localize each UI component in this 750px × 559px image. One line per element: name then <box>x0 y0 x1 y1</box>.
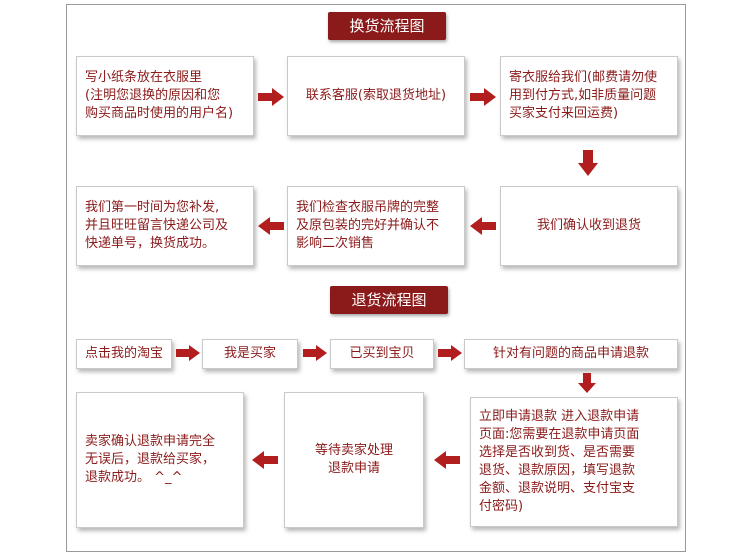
refund-title: 退货流程图 <box>330 286 448 314</box>
refund-step-1-text: 点击我的淘宝 <box>85 346 164 361</box>
refund-step-1: 点击我的淘宝 <box>76 339 172 369</box>
arrow-right-icon <box>176 345 200 361</box>
exchange-step-5-text: 我们检查衣服吊牌的完整 及原包装的完好并确认不 影响二次销售 <box>296 200 440 251</box>
refund-step-3: 已买到宝贝 <box>330 339 434 369</box>
exchange-step-2: 联系客服(索取退货地址) <box>287 56 465 136</box>
arrow-left-icon <box>470 217 496 235</box>
refund-step-2: 我是买家 <box>202 339 298 369</box>
exchange-step-4-text: 我们确认收到退货 <box>536 218 641 233</box>
refund-step-6-text: 等待卖家处理 退款申请 <box>314 443 393 476</box>
refund-step-5: 立即申请退款 进入退款申请 页面:您需要在退款申请页面 选择是否收到货、是否需要… <box>470 397 678 527</box>
exchange-title: 换货流程图 <box>328 12 446 40</box>
exchange-step-3: 寄衣服给我们(邮费请勿使 用到付方式,如非质量问题 买家支付来回运费) <box>500 56 678 136</box>
refund-step-5-text: 立即申请退款 进入退款申请 页面:您需要在退款申请页面 选择是否收到货、是否需要… <box>479 409 640 514</box>
diagram-frame <box>66 4 686 552</box>
refund-step-7: 卖家确认退款申请完全 无误后，退款给买家， 退款成功。 ^_^ <box>76 392 244 528</box>
exchange-step-1: 写小纸条放在衣服里 (注明您退换的原因和您 购买商品时使用的用户名) <box>76 56 254 136</box>
exchange-step-1-text: 写小纸条放在衣服里 (注明您退换的原因和您 购买商品时使用的用户名) <box>85 70 234 121</box>
refund-step-7-text: 卖家确认退款申请完全 无误后，退款给买家， 退款成功。 ^_^ <box>85 434 216 485</box>
refund-step-6: 等待卖家处理 退款申请 <box>284 392 424 528</box>
refund-step-4-text: 针对有问题的商品申请退款 <box>492 346 649 361</box>
exchange-step-2-text: 联系客服(索取退货地址) <box>305 88 447 103</box>
arrow-down-icon <box>578 150 598 176</box>
exchange-step-4: 我们确认收到退货 <box>500 186 678 266</box>
refund-step-2-text: 我是买家 <box>223 346 276 361</box>
exchange-step-6-text: 我们第一时间为您补发, 并且旺旺留言快递公司及 快递单号，换货成功。 <box>85 200 229 251</box>
arrow-right-icon <box>470 88 496 106</box>
arrow-right-icon <box>258 88 284 106</box>
arrow-right-icon <box>303 345 327 361</box>
arrow-left-icon <box>252 451 278 469</box>
arrow-down-icon <box>578 373 596 393</box>
exchange-step-6: 我们第一时间为您补发, 并且旺旺留言快递公司及 快递单号，换货成功。 <box>76 186 254 266</box>
arrow-left-icon <box>434 451 460 469</box>
refund-step-4: 针对有问题的商品申请退款 <box>464 339 678 369</box>
arrow-right-icon <box>438 345 462 361</box>
arrow-left-icon <box>258 217 284 235</box>
exchange-step-5: 我们检查衣服吊牌的完整 及原包装的完好并确认不 影响二次销售 <box>287 186 465 266</box>
exchange-step-3-text: 寄衣服给我们(邮费请勿使 用到付方式,如非质量问题 买家支付来回运费) <box>509 70 658 121</box>
refund-step-3-text: 已买到宝贝 <box>349 346 415 361</box>
